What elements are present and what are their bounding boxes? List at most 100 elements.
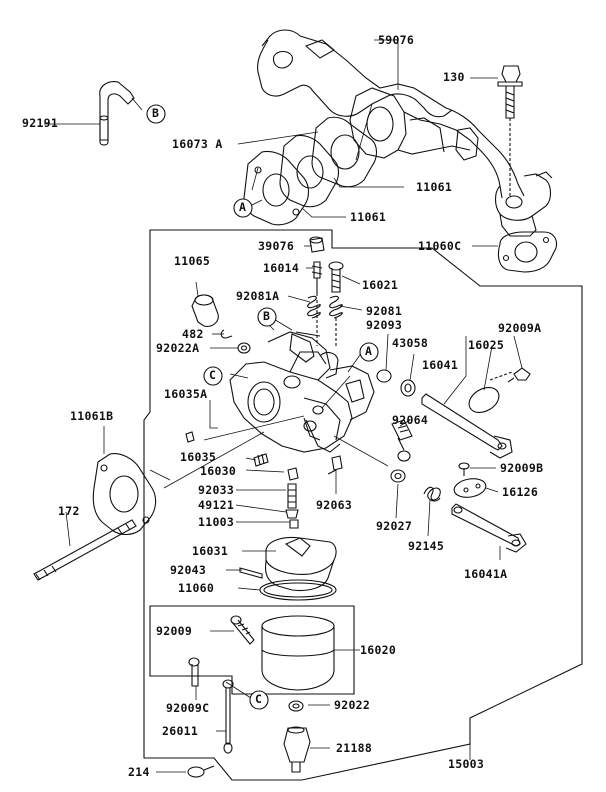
gasket-11061-upper-drawing [279, 134, 340, 208]
leader-lines [44, 39, 523, 773]
plate-16126-drawing [453, 478, 487, 498]
part-label-16035: 16035 [180, 450, 217, 464]
part-label-16030: 16030 [200, 464, 237, 478]
part-label-11060c: 11060C [418, 239, 462, 253]
screw-214-drawing [187, 765, 215, 778]
part-label-21188: 21188 [336, 741, 373, 755]
ref-b-tube: B [152, 106, 160, 120]
part-label-214: 214 [128, 765, 150, 779]
washer-92022a-drawing [237, 342, 251, 354]
ref-c-rod: C [255, 692, 263, 706]
part-label-92022a: 92022A [156, 341, 200, 355]
jet-16035a-drawing [185, 431, 195, 443]
part-label-16073a: 16073 A [172, 137, 223, 151]
part-label-92064: 92064 [392, 413, 429, 427]
part-label-11003: 11003 [198, 515, 235, 529]
float-16031-drawing [264, 536, 337, 592]
screw-92009-drawing [230, 615, 255, 645]
part-label-16041a: 16041A [464, 567, 508, 581]
part-label-92009c: 92009C [166, 701, 210, 715]
ref-b-carb: B [263, 309, 271, 323]
stud-172-drawing [33, 519, 137, 581]
ref-a-carb: A [365, 344, 373, 358]
valve-16025-drawing [468, 371, 513, 413]
part-label-92081a: 92081A [236, 289, 280, 303]
part-label-16035a: 16035A [164, 387, 208, 401]
part-label-92033: 92033 [198, 483, 235, 497]
part-label-130: 130 [443, 70, 465, 84]
gasket-11061-lower-drawing [243, 150, 310, 226]
part-label-16020: 16020 [360, 643, 397, 657]
needle-92043-drawing [239, 567, 263, 579]
part-label-482: 482 [182, 327, 204, 341]
part-label-11061-lower: 11061 [350, 210, 387, 224]
carburetor-body-drawing [229, 331, 375, 453]
jet-16035-drawing [253, 453, 269, 467]
screw-92009b-drawing [458, 462, 470, 476]
bolt-130-drawing [497, 65, 523, 196]
part-label-92093: 92093 [366, 318, 403, 332]
jet-16030-drawing [287, 467, 299, 481]
gasket-16073a-drawing [311, 116, 378, 188]
drain-21188-drawing [283, 726, 311, 773]
float-bowl-box [149, 605, 355, 695]
intake-manifold-drawing [257, 29, 553, 237]
ref-c-carb: C [209, 368, 217, 382]
screw-92063-drawing [327, 455, 343, 475]
oring-92093-drawing [376, 369, 392, 383]
shaft-16041a-drawing [451, 503, 527, 553]
spring-92081a-drawing [307, 295, 321, 319]
screw-16014-drawing [311, 261, 323, 296]
part-label-16031: 16031 [192, 544, 229, 558]
shaft-16041-drawing [421, 393, 513, 459]
assembly-outline-15003 [143, 229, 583, 781]
part-label-92009: 92009 [156, 624, 193, 638]
part-label-11060: 11060 [178, 581, 215, 595]
part-label-26011: 26011 [162, 724, 199, 738]
part-label-11065: 11065 [174, 254, 211, 268]
screw-92009a-drawing [507, 367, 531, 383]
tube-92033-drawing [287, 483, 297, 509]
plug-11065-drawing [191, 294, 219, 327]
jet-49121-drawing [285, 509, 299, 519]
rod-26011-drawing [222, 679, 234, 754]
gasket-11060c-drawing [497, 231, 558, 273]
seal-43058-drawing [400, 379, 416, 397]
cap-39076-drawing [309, 236, 325, 253]
part-label-16021: 16021 [362, 278, 399, 292]
part-label-39076: 39076 [258, 239, 295, 253]
spring-92081-drawing [329, 295, 343, 319]
screw-16021-drawing [328, 261, 344, 293]
float-bowl-16020-drawing [261, 615, 335, 691]
ref-circles [146, 104, 379, 710]
fitting-b-drawing [289, 331, 321, 363]
tube-92191-drawing [99, 81, 135, 146]
part-label-16014: 16014 [263, 261, 300, 275]
jet-11003-drawing [289, 519, 299, 529]
spring-92145-drawing [423, 486, 441, 502]
part-label-92027: 92027 [376, 519, 413, 533]
part-label-59076: 59076 [378, 33, 415, 47]
part-label-92043: 92043 [170, 563, 207, 577]
gasket-11061b-drawing [92, 453, 157, 536]
part-label-92063: 92063 [316, 498, 353, 512]
ref-a-gasket: A [239, 200, 247, 214]
part-label-49121: 49121 [198, 498, 235, 512]
screw-92009c-drawing [188, 657, 200, 687]
part-label-92191: 92191 [22, 116, 59, 130]
part-label-11061b: 11061B [70, 409, 114, 423]
washer-92027-drawing [390, 469, 406, 483]
part-label-92009b: 92009B [500, 461, 544, 475]
part-label-15003: 15003 [448, 757, 485, 771]
part-label-92145: 92145 [408, 539, 445, 553]
washer-92022-drawing [288, 700, 304, 712]
part-label-11061-upper: 11061 [416, 180, 453, 194]
part-label-92009a: 92009A [498, 321, 542, 335]
part-label-16025: 16025 [468, 338, 505, 352]
clip-482-drawing [220, 329, 233, 339]
part-label-92081: 92081 [366, 304, 403, 318]
part-label-16041: 16041 [422, 358, 459, 372]
part-label-92022: 92022 [334, 698, 371, 712]
part-label-172: 172 [58, 504, 80, 518]
